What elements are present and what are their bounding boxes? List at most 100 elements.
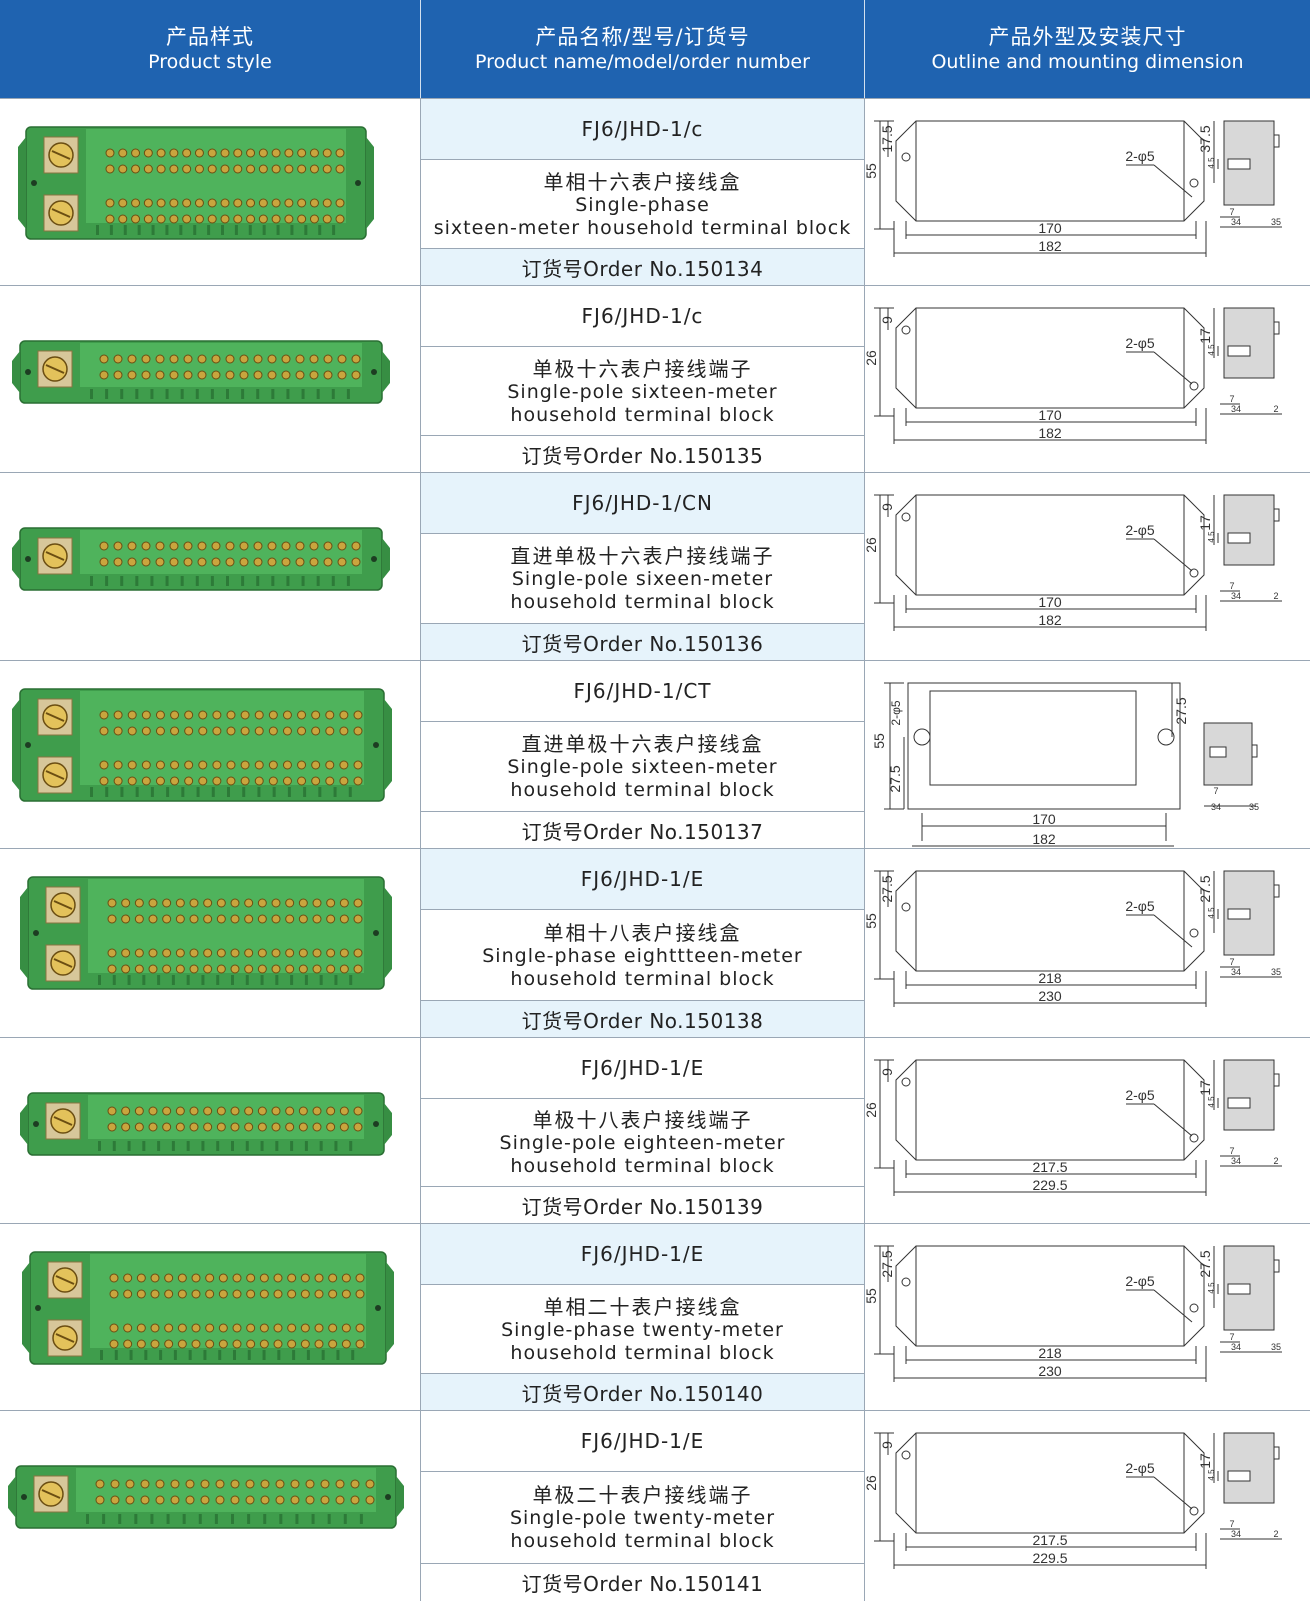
dimension-label: 2-φ5 [1125, 1460, 1155, 1476]
header-divider [420, 0, 421, 98]
dimension-label: 35 [1271, 217, 1281, 227]
dimension-label: 27.5 [879, 875, 895, 902]
outline-drawing [884, 682, 1258, 847]
product-name-cell: FJ6/JHD-1/E 单极二十表户接线端子 Single-pole twenty… [420, 1411, 865, 1601]
order-cell: 订货号Order No.150140 [421, 1373, 864, 1411]
model-cell: FJ6/JHD-1/E [421, 1411, 864, 1471]
dimension-label: 55 [864, 1288, 879, 1304]
model-cell: FJ6/JHD-1/E [421, 1224, 864, 1284]
outline-drawing [874, 1245, 1282, 1382]
product-style-cell [0, 661, 420, 849]
dimension-label: 35 [1271, 1342, 1281, 1352]
model-number: FJ6/JHD-1/E [580, 1429, 705, 1453]
product-style-cell [0, 286, 420, 473]
product-name-en-line2: household terminal block [510, 403, 775, 426]
product-name-cell: FJ6/JHD-1/c 单相十六表户接线盒 Single-phase sixtee… [420, 99, 865, 286]
dimension-label: 2-φ5 [889, 700, 903, 725]
dimension-label: 4.5 [1207, 1096, 1216, 1108]
name-cell: 单相二十表户接线盒 Single-phase twenty-meter hous… [421, 1284, 864, 1374]
dimension-label: 9 [879, 1068, 895, 1076]
order-number: 订货号Order No.150139 [521, 1195, 764, 1219]
name-cell: 单极十六表户接线端子 Single-pole sixteen-meter hou… [421, 346, 864, 436]
model-cell: FJ6/JHD-1/CN [421, 473, 864, 533]
order-cell: 订货号Order No.150141 [421, 1563, 864, 1601]
product-name-zh: 单相十六表户接线盒 [543, 169, 742, 194]
table-row: FJ6/JHD-1/c 单极十六表户接线端子 Single-pole sixtee… [0, 285, 1310, 473]
terminal-block-photo [18, 126, 374, 240]
product-style-cell [0, 1038, 420, 1224]
order-cell: 订货号Order No.150137 [421, 811, 864, 849]
dimension-label: 2 [1273, 1156, 1278, 1166]
model-cell: FJ6/JHD-1/c [421, 99, 864, 159]
header-divider [864, 0, 865, 98]
table-row: FJ6/JHD-1/E 单极二十表户接线端子 Single-pole twenty… [0, 1410, 1310, 1601]
dimension-label: 7 [1229, 957, 1234, 967]
model-number: FJ6/JHD-1/CN [572, 491, 713, 515]
dimension-label: 34 [1231, 591, 1241, 601]
product-name-zh: 单相二十表户接线盒 [543, 1294, 742, 1319]
dimension-label: 7 [1229, 207, 1234, 217]
product-name-en-line1: Single-pole eighteen-meter [499, 1132, 786, 1154]
dimension-label: 7 [1229, 581, 1234, 591]
product-style-cell [0, 473, 420, 661]
outline-drawing [874, 307, 1282, 444]
product-name-en-line1: Single-phase twenty-meter [501, 1318, 784, 1341]
name-cell: 单极二十表户接线端子 Single-pole twenty-meter hous… [421, 1471, 864, 1564]
product-name-cell: FJ6/JHD-1/c 单极十六表户接线端子 Single-pole sixtee… [420, 286, 865, 473]
model-number: FJ6/JHD-1/c [581, 117, 704, 141]
terminal-block-photo [20, 876, 392, 990]
dimension-label: 217.5 [1032, 1532, 1067, 1548]
dimension-label: 218 [1038, 1345, 1062, 1361]
dimension-label: 7 [1229, 1519, 1234, 1529]
product-name-en-line2: household terminal block [510, 1155, 775, 1177]
name-cell: 单相十六表户接线盒 Single-phase sixteen-meter hou… [421, 159, 864, 249]
outline-drawing [874, 870, 1282, 1007]
dimension-label: 182 [1038, 425, 1062, 441]
dimension-label: 55 [864, 913, 879, 929]
model-number: FJ6/JHD-1/CT [573, 679, 712, 703]
name-cell: 单相十八表户接线盒 Single-phase eighttteen-meter … [421, 909, 864, 1001]
product-name-en-line1: Single-phase [575, 193, 710, 216]
product-name-zh: 单极十六表户接线端子 [532, 356, 753, 381]
product-name-en-line2: household terminal block [510, 591, 775, 613]
product-name-en-line2: household terminal block [510, 967, 775, 990]
dimension-label: 170 [1038, 220, 1062, 236]
dimension-label: 17 [1197, 1080, 1213, 1096]
dimension-label: 34 [1231, 1156, 1241, 1166]
order-cell: 订货号Order No.150138 [421, 1000, 864, 1038]
model-number: FJ6/JHD-1/c [581, 304, 704, 328]
model-cell: FJ6/JHD-1/E [421, 1038, 864, 1098]
dimension-label: 35 [1271, 967, 1281, 977]
dimension-label: 7 [1229, 394, 1234, 404]
order-number: 订货号Order No.150134 [521, 257, 764, 281]
order-number: 订货号Order No.150141 [521, 1572, 764, 1596]
name-cell: 直进单极十六表户接线端子 Single-pole sixeen-meter ho… [421, 533, 864, 624]
outline-drawing [874, 120, 1282, 257]
dimension-label: 26 [864, 1102, 879, 1118]
dimension-label: 34 [1231, 217, 1241, 227]
dimension-label: 26 [864, 1475, 879, 1491]
terminal-block-photo [12, 527, 390, 591]
product-style-cell [0, 1411, 420, 1601]
product-name-zh: 单极十八表户接线端子 [532, 1108, 753, 1132]
dimension-label: 9 [879, 316, 895, 324]
dimension-label: 170 [1038, 407, 1062, 423]
product-style-cell [0, 1224, 420, 1411]
dimension-label: 37.5 [1197, 125, 1213, 152]
outline-drawing [874, 494, 1282, 631]
product-name-en-line1: Single-pole twenty-meter [509, 1507, 776, 1529]
product-name-en-line2: household terminal block [510, 779, 775, 801]
dimension-label: 26 [864, 350, 879, 366]
dimension-label: 4.5 [1207, 157, 1216, 169]
dimension-label: 230 [1038, 1363, 1062, 1379]
model-cell: FJ6/JHD-1/E [421, 849, 864, 909]
dimension-label: 17 [1197, 328, 1213, 344]
